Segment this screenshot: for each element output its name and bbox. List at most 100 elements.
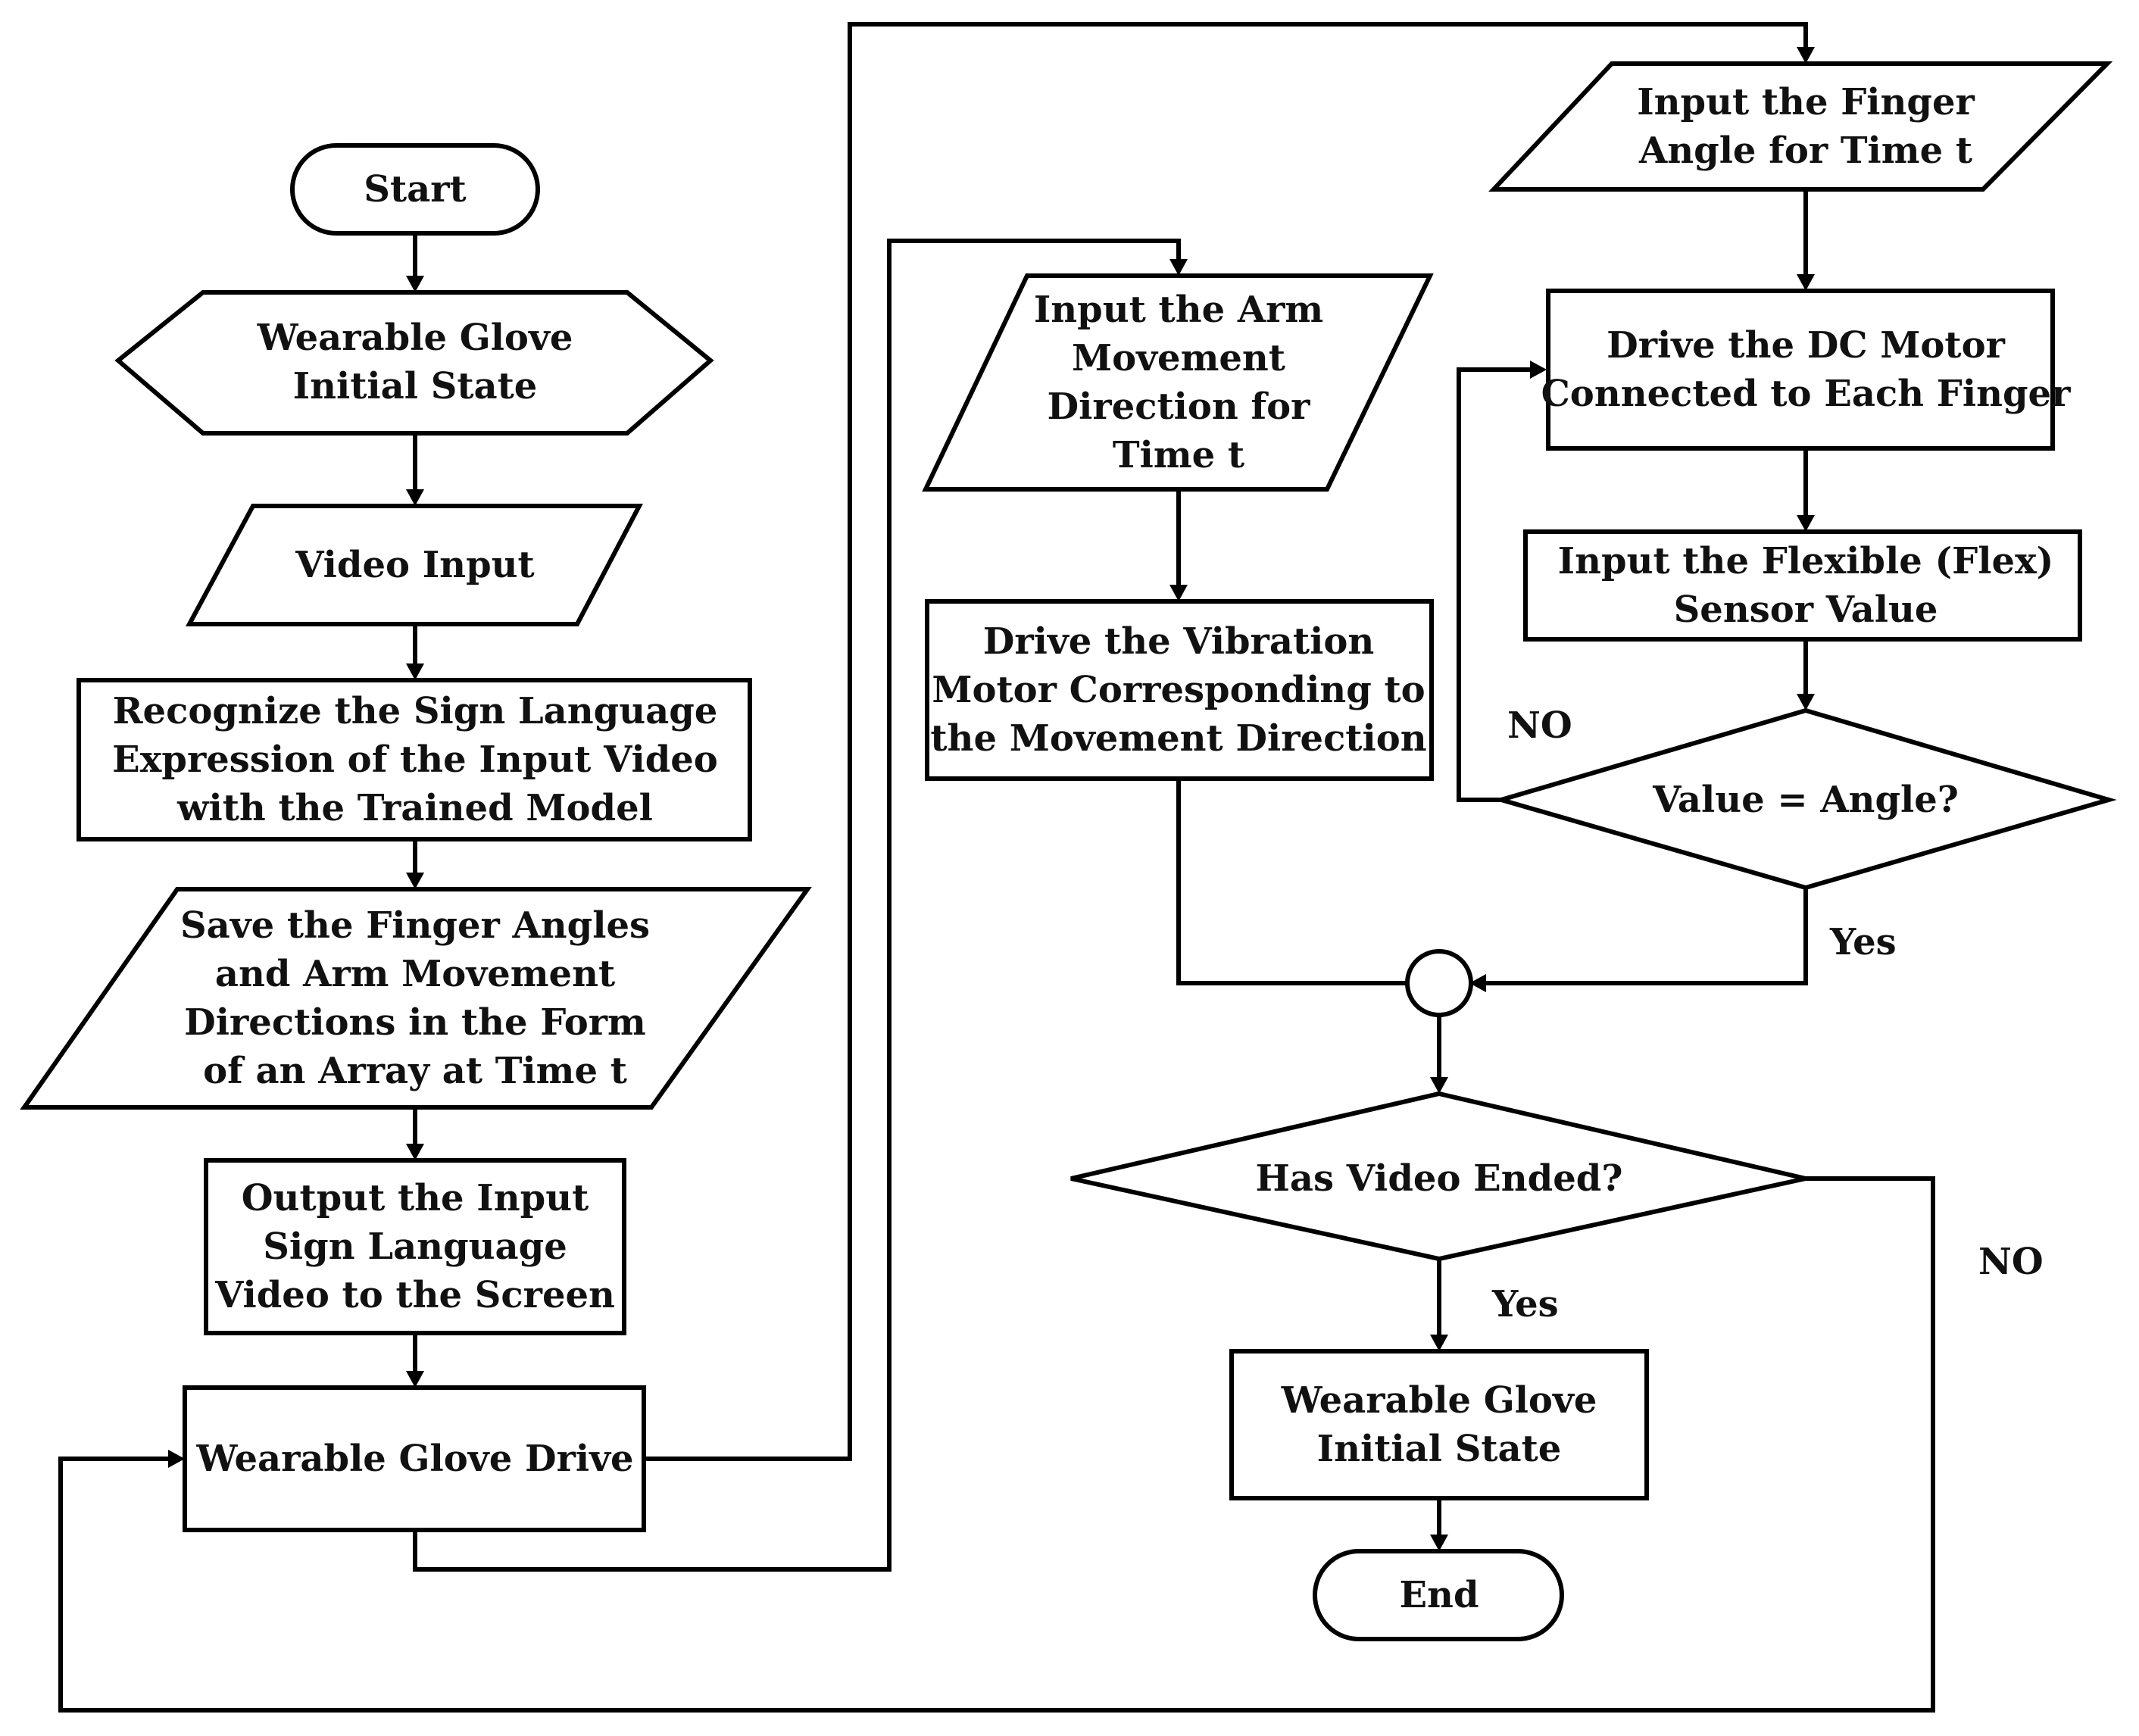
terminator-shape xyxy=(290,143,540,236)
edge-video-ended-no xyxy=(58,1176,1935,1713)
arrowhead xyxy=(1797,47,1815,64)
node-label-line: Recognize the Sign Language xyxy=(113,690,718,732)
decision-shape xyxy=(1493,707,2117,891)
edge-value-no-loop xyxy=(1457,367,1533,802)
node-label-line: Sign Language xyxy=(263,1226,567,1268)
arrowhead xyxy=(1430,1077,1448,1094)
node-label-line: Movement xyxy=(1072,337,1285,379)
arrowhead xyxy=(1169,259,1188,276)
process-shape xyxy=(183,1385,646,1532)
node-label-line: Start xyxy=(364,168,466,211)
node-junction xyxy=(1405,949,1473,1017)
node-label: End xyxy=(1399,1574,1479,1616)
junction-connector xyxy=(1405,949,1473,1017)
node-label-line: Wearable Glove xyxy=(1281,1379,1597,1422)
io-shape xyxy=(1488,61,2113,192)
node-glove-drive: Wearable Glove Drive xyxy=(183,1385,646,1532)
node-label: Value = Angle? xyxy=(1652,779,1959,821)
io-shape xyxy=(922,273,1434,492)
node-label-line: Direction for xyxy=(1048,386,1311,428)
edge-value-yes xyxy=(1483,888,1808,985)
node-value-angle: Value = Angle? xyxy=(1493,707,2117,891)
node-label-line: Initial State xyxy=(1317,1428,1562,1470)
node-label-line: Directions in the Form xyxy=(184,1001,646,1044)
node-video-input: Video Input xyxy=(185,504,643,626)
node-label-line: Time t xyxy=(1113,434,1244,476)
io-shape xyxy=(20,887,812,1110)
node-label-line: Value = Angle? xyxy=(1652,779,1959,821)
node-label-line: Sensor Value xyxy=(1674,589,1938,631)
arrowhead xyxy=(406,489,424,506)
node-label-line: Input the Arm xyxy=(1034,289,1323,331)
process-shape xyxy=(1546,289,2055,451)
arrowhead xyxy=(1430,1335,1448,1351)
node-label-line: Input the Flexible (Flex) xyxy=(1558,540,2054,582)
process-shape xyxy=(1229,1349,1649,1500)
arrowhead xyxy=(168,1450,185,1468)
node-label: Start xyxy=(364,168,466,211)
arrowhead xyxy=(406,276,424,292)
node-label: Wearable Glove Drive xyxy=(195,1438,633,1480)
node-label-line: Initial State xyxy=(293,365,538,407)
arrowhead xyxy=(1797,274,1815,291)
process-shape xyxy=(204,1158,626,1335)
node-label: Video Input xyxy=(295,544,534,586)
edge-drive-to-arm-input xyxy=(413,239,1181,1572)
branch-label-video-yes: Yes xyxy=(1491,1283,1559,1325)
node-label-line: Wearable Glove xyxy=(257,317,573,359)
process-shape xyxy=(1523,529,2082,642)
node-label-line: the Movement Direction xyxy=(930,717,1426,760)
process-shape xyxy=(77,678,752,841)
node-label-line: Connected to Each Finger xyxy=(1541,373,2072,415)
node-label: Has Video Ended? xyxy=(1256,1157,1623,1200)
node-input-flex: Input the Flexible (Flex) Sensor Value xyxy=(1523,529,2082,642)
edge-vibration-to-junction xyxy=(1176,779,1413,985)
node-label-line: Input the Finger xyxy=(1637,81,1975,123)
branch-label-value-no: NO xyxy=(1507,704,1572,747)
arrowhead xyxy=(1797,515,1815,532)
arrowhead xyxy=(406,1144,424,1160)
arrowhead xyxy=(406,1371,424,1388)
arrowhead xyxy=(406,873,424,889)
preparation-shape xyxy=(114,290,714,436)
node-label-line: Wearable Glove Drive xyxy=(195,1438,633,1480)
process-shape xyxy=(925,599,1434,781)
branch-label-value-yes: Yes xyxy=(1829,921,1897,963)
node-label-line: with the Trained Model xyxy=(176,787,653,829)
node-has-video-ended: Has Video Ended? xyxy=(1070,1091,1806,1262)
node-label-line: Angle for Time t xyxy=(1638,130,1972,172)
node-label-line: Video to the Screen xyxy=(214,1274,615,1316)
node-label-line: Save the Finger Angles xyxy=(180,904,650,947)
node-start: Start xyxy=(290,143,540,236)
node-label: Input the Flexible (Flex) Sensor Value xyxy=(1558,540,2054,631)
decision-shape xyxy=(1070,1091,1806,1262)
arrowhead xyxy=(406,663,424,680)
node-end: End xyxy=(1313,1549,1564,1641)
node-label-line: Motor Corresponding to xyxy=(932,669,1425,711)
arrowhead xyxy=(1469,974,1486,992)
node-label-line: Drive the DC Motor xyxy=(1607,324,2005,367)
node-label-line: Video Input xyxy=(295,544,534,586)
arrowhead xyxy=(1797,694,1815,710)
connectors xyxy=(58,22,1935,1713)
node-label-line: of an Array at Time t xyxy=(203,1050,627,1092)
edge-drive-to-finger-input xyxy=(644,22,1808,1461)
io-shape xyxy=(185,504,643,626)
node-label-line: Expression of the Input Video xyxy=(112,738,718,781)
terminator-shape xyxy=(1313,1549,1564,1641)
node-label-line: End xyxy=(1399,1574,1479,1616)
